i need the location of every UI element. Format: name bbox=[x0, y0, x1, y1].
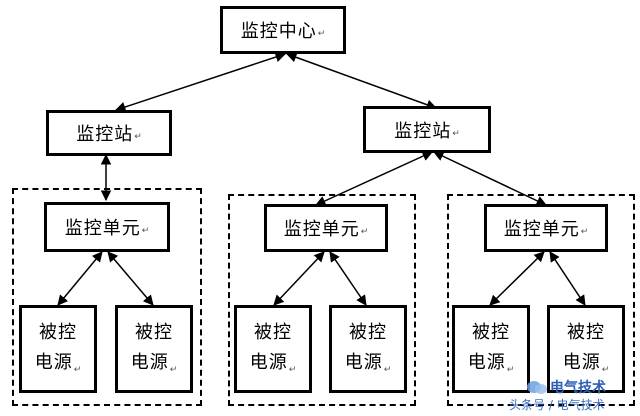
paragraph-mark: ↵ bbox=[288, 364, 297, 375]
node-label-line1: 被控 bbox=[566, 321, 605, 343]
watermark: 电气技术 头条号 / 电气技术 bbox=[505, 376, 637, 414]
paragraph-mark: ↵ bbox=[141, 226, 150, 236]
edge-center-station1 bbox=[115, 51, 286, 113]
node-controlled-power-6: 被控电源↵ bbox=[547, 305, 625, 393]
node-monitoring-unit-2: 监控单元↵ bbox=[264, 204, 388, 252]
node-label-line1: 被控 bbox=[348, 321, 387, 343]
group-3 bbox=[447, 194, 635, 406]
group-2 bbox=[228, 194, 416, 406]
paragraph-mark: ↵ bbox=[383, 364, 392, 375]
node-label-line1: 被控 bbox=[38, 321, 77, 343]
node-label: 监控站 bbox=[76, 124, 134, 145]
node-controlled-power-5: 被控电源↵ bbox=[452, 305, 530, 393]
paragraph-mark: ↵ bbox=[73, 364, 82, 375]
node-label-line1: 被控 bbox=[253, 321, 292, 343]
wechat-logo-icon bbox=[527, 381, 547, 394]
node-label: 监控单元 bbox=[283, 219, 360, 240]
node-controlled-power-3: 被控电源↵ bbox=[234, 305, 312, 393]
paragraph-mark: ↵ bbox=[134, 132, 142, 142]
edge-unit1-source1 bbox=[57, 251, 103, 306]
edge-station2-unit2 bbox=[315, 151, 433, 206]
node-label-line1: 被控 bbox=[471, 321, 510, 343]
node-monitoring-unit-1: 监控单元↵ bbox=[44, 202, 170, 252]
paragraph-mark: ↵ bbox=[169, 364, 178, 375]
node-label: 监控中心 bbox=[240, 21, 317, 42]
node-label-line2: 电源 bbox=[34, 351, 73, 373]
edge-center-station2 bbox=[286, 52, 437, 110]
paragraph-mark: ↵ bbox=[506, 364, 515, 375]
paragraph-mark: ↵ bbox=[601, 364, 610, 375]
edge-unit2-source4 bbox=[329, 251, 367, 306]
edge-unit3-source5 bbox=[489, 251, 545, 306]
paragraph-mark: ↵ bbox=[452, 128, 460, 139]
paragraph-mark: ↵ bbox=[360, 227, 369, 237]
paragraph-mark: ↵ bbox=[580, 227, 589, 237]
node-label-line2: 电源 bbox=[130, 351, 169, 373]
watermark-subtitle: 头条号 / 电气技术 bbox=[509, 398, 605, 412]
node-label-line2: 电源 bbox=[562, 351, 601, 373]
group-1 bbox=[12, 188, 202, 406]
node-monitoring-station-2: 监控站↵ bbox=[363, 106, 491, 153]
node-controlled-power-4: 被控电源↵ bbox=[329, 305, 407, 393]
node-label-line2: 电源 bbox=[344, 351, 383, 373]
node-label: 监控站 bbox=[394, 120, 452, 142]
watermark-title: 电气技术 bbox=[550, 380, 606, 396]
edge-unit3-source6 bbox=[549, 251, 586, 306]
node-label-line1: 被控 bbox=[134, 321, 173, 343]
node-monitoring-unit-3: 监控单元↵ bbox=[484, 204, 608, 252]
edge-unit1-source2 bbox=[107, 251, 154, 306]
paragraph-mark: ↵ bbox=[317, 29, 326, 39]
edge-unit2-source3 bbox=[273, 251, 325, 306]
node-monitoring-center: 监控中心↵ bbox=[220, 6, 346, 54]
node-label: 监控单元 bbox=[64, 218, 141, 239]
node-label-line2: 电源 bbox=[249, 351, 288, 373]
node-controlled-power-1: 被控电源↵ bbox=[19, 305, 97, 393]
edge-station2-unit3 bbox=[433, 151, 547, 206]
node-label-line2: 电源 bbox=[467, 351, 506, 373]
node-label: 监控单元 bbox=[503, 219, 580, 240]
node-controlled-power-2: 被控电源↵ bbox=[115, 305, 193, 393]
node-monitoring-station-1: 监控站↵ bbox=[46, 110, 172, 156]
